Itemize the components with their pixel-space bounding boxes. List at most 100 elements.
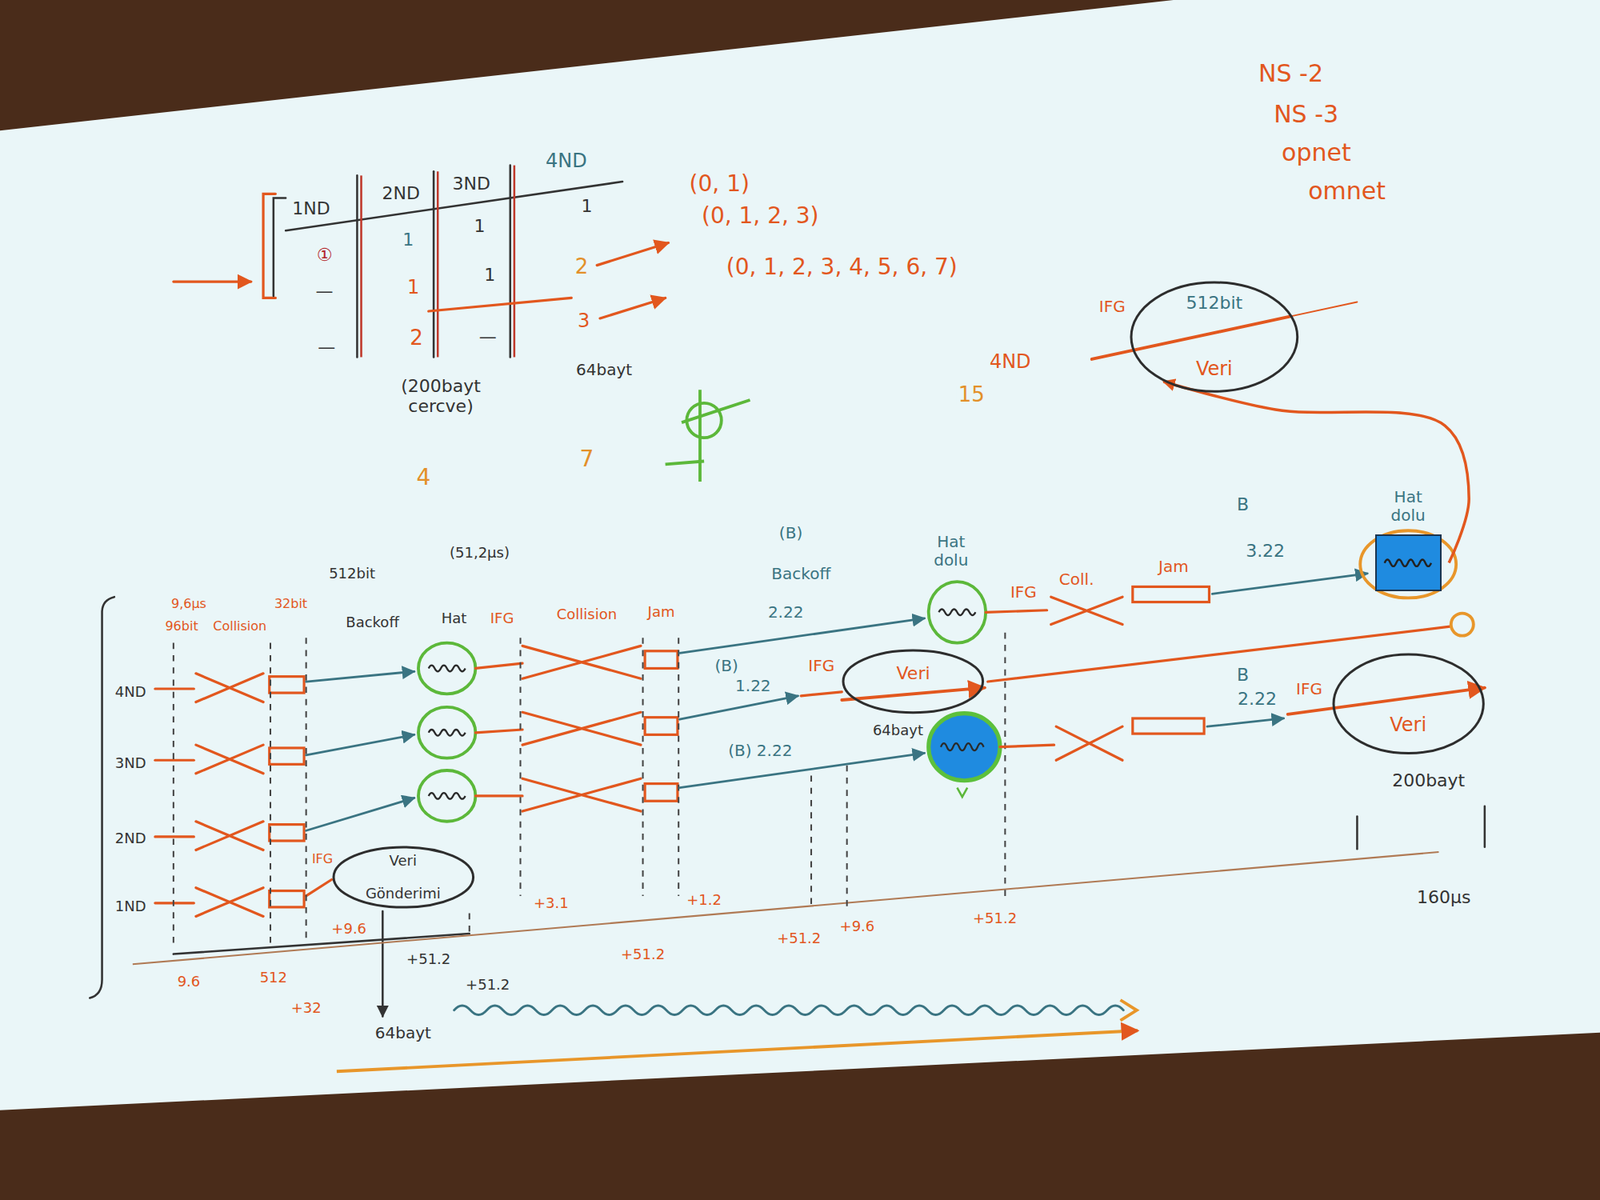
handwritten-label: Collision <box>555 606 619 624</box>
node-brace <box>89 596 115 998</box>
data-frame-ellipse: Veri <box>1332 652 1485 756</box>
handwritten-label: Jam <box>646 604 677 621</box>
jam-box <box>644 784 678 802</box>
ifg-line <box>800 692 842 696</box>
table-column-rule <box>508 165 512 358</box>
collision-cross <box>1051 596 1123 624</box>
ifg-line <box>475 794 523 797</box>
busy-squiggle <box>428 729 466 736</box>
collision-cross <box>196 744 264 774</box>
empty-set-symbol <box>698 389 702 482</box>
handwritten-label: NS -3 <box>1272 100 1340 129</box>
handwritten-label: 1.22 <box>733 676 773 696</box>
backoff-arrow <box>1212 573 1368 595</box>
node-text: Gönderimi <box>365 885 441 903</box>
handwritten-label: +51.2 <box>775 930 823 948</box>
range-arrow <box>600 297 666 319</box>
ifg-line <box>475 663 523 668</box>
jam-box <box>269 748 304 764</box>
ifg-line <box>985 610 1048 613</box>
handwritten-label: IFG <box>1097 296 1128 316</box>
handwritten-label: 1 <box>405 276 421 300</box>
node-text: 512bit <box>1186 292 1244 313</box>
time-marker <box>305 637 308 939</box>
handwritten-label: ① <box>315 244 335 265</box>
collision-cross <box>196 888 264 917</box>
handwritten-label: (B) 2.22 <box>726 740 794 760</box>
handwritten-label: Backoff <box>769 564 832 583</box>
handwritten-label: 2.22 <box>766 603 806 622</box>
table-column-rule <box>513 165 516 358</box>
jam-box <box>644 651 678 669</box>
table-column-rule <box>432 171 436 357</box>
handwritten-label: 4ND <box>988 351 1033 374</box>
handwritten-label: 2ND <box>113 830 148 848</box>
ellipse-outline <box>333 847 474 908</box>
projection-screen <box>0 0 1600 1111</box>
handwritten-label: (51,2μs) <box>448 544 512 562</box>
handwritten-label: IFG <box>310 852 335 867</box>
ifg-line <box>475 729 523 733</box>
arrow-head <box>1120 1000 1137 1021</box>
collision-cross <box>196 821 264 851</box>
data-line <box>841 688 985 700</box>
time-marker <box>468 913 471 935</box>
range-arrow <box>596 243 668 266</box>
jam-box <box>269 676 304 693</box>
time-marker <box>269 643 272 944</box>
jam-box <box>269 891 304 908</box>
ellipse-outline <box>1332 652 1485 756</box>
collision-cross <box>196 673 264 703</box>
handwritten-label: (0, 1) <box>688 170 752 196</box>
handwritten-label: opnet <box>1280 139 1353 168</box>
size-pointer <box>381 911 384 1016</box>
handwritten-label: (B) <box>777 523 804 542</box>
empty-set-symbol <box>665 461 704 465</box>
handwritten-label: 1 <box>482 265 497 286</box>
table-column-rule <box>360 175 363 357</box>
handwritten-label: 4ND <box>113 683 148 700</box>
handwritten-label: 15 <box>956 383 987 408</box>
handwritten-label: IFG <box>488 610 516 628</box>
span-tick <box>1356 816 1359 849</box>
time-marker <box>810 775 812 908</box>
handwritten-label: Collision <box>211 619 268 634</box>
handwritten-label: NS -2 <box>1256 60 1325 88</box>
handwritten-label: IFG <box>1294 679 1324 698</box>
busy-squiggle <box>428 665 466 672</box>
handwritten-label: 64bayt <box>373 1023 433 1042</box>
handwritten-label: B <box>1235 495 1251 516</box>
backoff-arrow <box>679 752 924 788</box>
handwritten-label: 3ND <box>451 173 492 194</box>
wavy-transmission <box>454 1005 1124 1015</box>
handwritten-label: (B) <box>712 656 740 675</box>
signal-line <box>155 901 194 904</box>
handwritten-label: 7 <box>577 446 596 472</box>
handwritten-label: 512 <box>258 969 289 987</box>
handwritten-label: 4ND <box>544 150 589 173</box>
table-column-rule <box>436 171 440 357</box>
handwritten-label: 1 <box>472 216 487 237</box>
handwritten-label: — <box>314 280 336 301</box>
handwritten-label: +32 <box>289 1000 324 1017</box>
collision-cross <box>522 712 641 745</box>
handwritten-label: 200bayt <box>1390 770 1467 791</box>
node-text: Veri <box>896 663 931 684</box>
handwritten-label: 4 <box>414 464 432 491</box>
ifg-line <box>306 879 332 896</box>
handwritten-label: 160μs <box>1415 888 1472 908</box>
handwritten-label: +1.2 <box>684 892 724 909</box>
jam-box <box>1132 718 1204 734</box>
time-marker <box>519 637 521 896</box>
jam-box <box>644 717 678 736</box>
collision-cross <box>522 645 641 679</box>
check-mark <box>956 788 968 797</box>
handwritten-label: 96bit <box>163 619 200 634</box>
backoff-arrow <box>679 618 924 653</box>
backoff-arrow <box>306 671 415 682</box>
handwritten-label: 2 <box>408 327 425 352</box>
handwritten-label: — <box>316 336 337 357</box>
handwritten-label: 1 <box>579 196 594 216</box>
